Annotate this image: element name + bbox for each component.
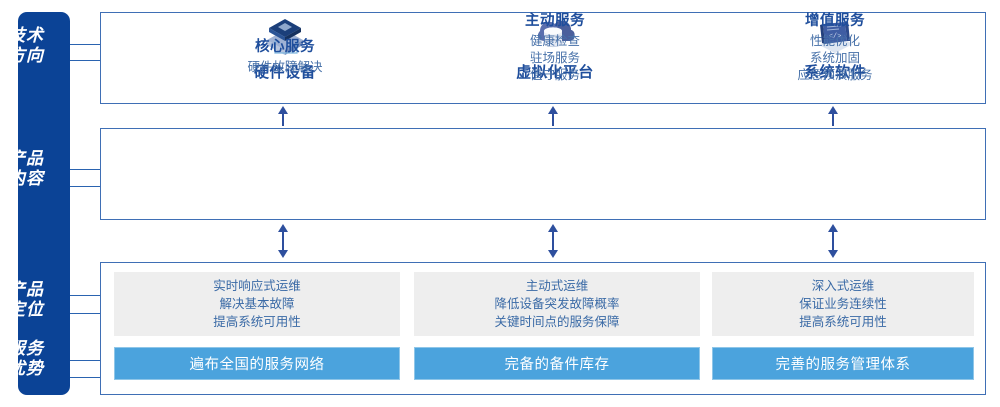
positioning-line: 关键时间点的服务保障 — [494, 315, 620, 329]
sidebar-label-line: 定位 — [8, 300, 44, 319]
advantage-bar-management[interactable]: 完善的服务管理体系 — [712, 347, 974, 380]
sidebar-label-line: 内容 — [8, 169, 44, 188]
product-item: 系统加固 — [809, 50, 860, 65]
connector-line — [70, 295, 100, 296]
connector-line — [70, 44, 100, 45]
sidebar-item-product-content[interactable]: 产品 内容 — [0, 149, 52, 189]
product-item: 应急预演服务 — [797, 67, 873, 82]
positioning-card[interactable]: 主动式运维 降低设备突发故障概率 关键时间点的服务保障 — [414, 272, 700, 336]
sidebar-label-line: 技术 — [8, 26, 44, 45]
product-title: 增值服务 — [805, 12, 865, 29]
code-laptop-icon: </> — [805, 11, 865, 59]
server-stack-icon — [255, 11, 315, 59]
positioning-line: 提高系统可用性 — [799, 315, 887, 329]
positioning-line: 提高系统可用性 — [213, 315, 301, 329]
product-title: 主动服务 — [525, 12, 585, 29]
sidebar — [18, 12, 70, 395]
connector-line — [70, 60, 100, 61]
product-item: 值守服务 — [529, 67, 580, 82]
product-item: 驻场服务 — [529, 50, 580, 65]
sidebar-label-line: 方向 — [8, 46, 44, 65]
connector-line — [70, 377, 100, 378]
cloud-database-icon — [525, 11, 585, 59]
tech-column-software[interactable]: </> 系统软件 — [700, 0, 970, 92]
connector-line — [70, 186, 100, 187]
arrow-up-icon — [273, 106, 293, 126]
positioning-line: 降低设备突发故障概率 — [494, 297, 620, 311]
sidebar-item-service-advantage[interactable]: 服务 优势 — [0, 339, 52, 379]
connector-line — [70, 169, 100, 170]
tech-column-virtualization[interactable]: 虚拟化平台 — [420, 0, 690, 92]
arrow-double-icon — [273, 224, 293, 258]
product-item: 健康检查 — [529, 33, 580, 48]
arrow-double-icon — [823, 224, 843, 258]
connector-line — [70, 360, 100, 361]
advantage-bar-inventory[interactable]: 完备的备件库存 — [414, 347, 700, 380]
arrow-up-icon — [543, 106, 563, 126]
tech-column-hardware[interactable]: 硬件设备 — [150, 0, 420, 92]
arrow-double-icon — [543, 224, 563, 258]
advantage-bar-network[interactable]: 遍布全国的服务网络 — [114, 347, 400, 380]
product-content-section — [100, 128, 986, 220]
tech-label: 虚拟化平台 — [516, 63, 594, 81]
positioning-card[interactable]: 实时响应式运维 解决基本故障 提高系统可用性 — [114, 272, 400, 336]
svg-text:</>: </> — [829, 33, 842, 41]
product-column-proactive[interactable]: 主动服务 健康检查 驻场服务 值守服务 — [420, 0, 690, 92]
sidebar-label-line: 产品 — [8, 149, 44, 168]
positioning-line: 主动式运维 — [525, 279, 589, 293]
positioning-line: 实时响应式运维 — [213, 279, 301, 293]
product-column-core[interactable]: 核心服务 硬件故障解决 — [150, 0, 420, 92]
sidebar-label-line: 优势 — [8, 359, 44, 378]
product-item: 硬件故障解决 — [247, 59, 323, 74]
product-title: 核心服务 — [255, 38, 315, 55]
product-item: 性能优化 — [809, 33, 860, 48]
sidebar-label-line: 服务 — [8, 339, 44, 358]
positioning-line: 保证业务连续性 — [799, 297, 887, 311]
tech-label: 系统软件 — [803, 63, 866, 81]
product-column-value-added[interactable]: 增值服务 性能优化 系统加固 应急预演服务 — [700, 0, 970, 92]
arrow-up-icon — [823, 106, 843, 126]
tech-label: 硬件设备 — [253, 63, 316, 81]
positioning-line: 深入式运维 — [811, 279, 875, 293]
sidebar-item-tech-direction[interactable]: 技术 方向 — [0, 26, 52, 66]
connector-line — [70, 313, 100, 314]
positioning-card[interactable]: 深入式运维 保证业务连续性 提高系统可用性 — [712, 272, 974, 336]
positioning-line: 解决基本故障 — [219, 297, 295, 311]
sidebar-item-product-positioning[interactable]: 产品 定位 — [0, 280, 52, 320]
sidebar-label-line: 产品 — [8, 280, 44, 299]
